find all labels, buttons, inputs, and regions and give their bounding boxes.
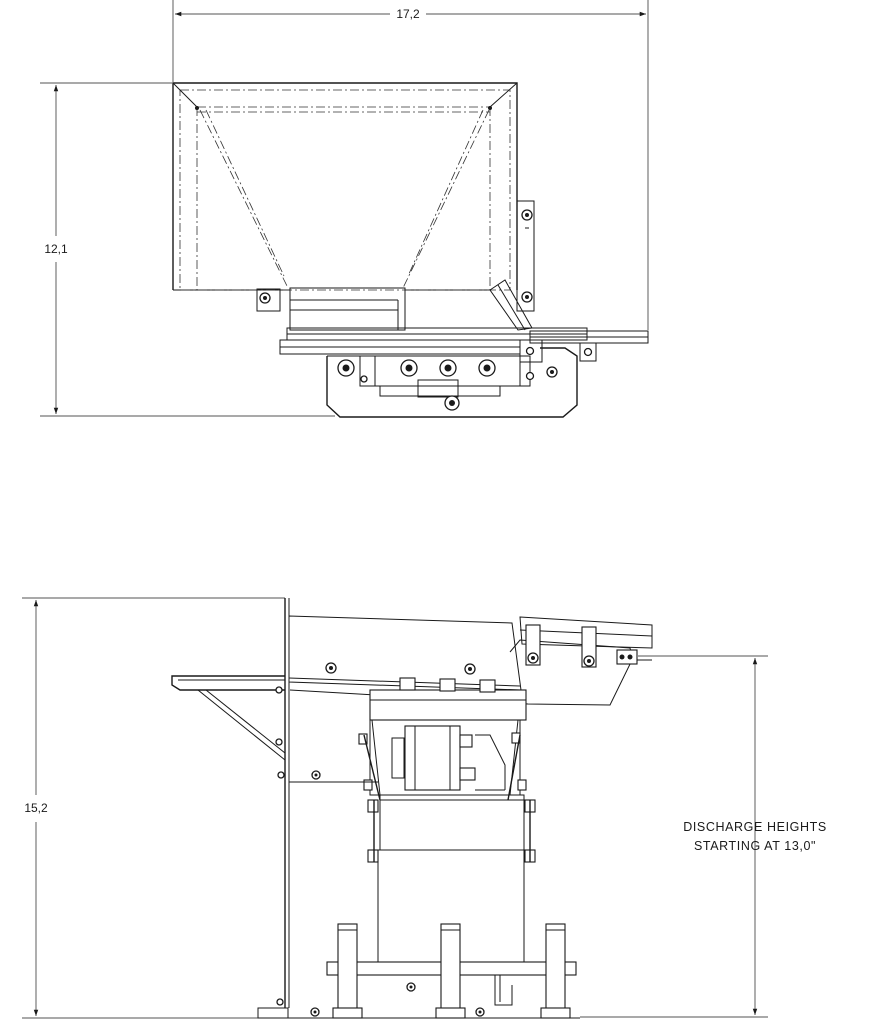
side-view: 15,2 DISCHARGE HEIGHTS STARTING AT 13,0" — [22, 597, 827, 1019]
bowl-plate — [369, 677, 527, 721]
track-rails — [279, 327, 649, 363]
hopper-top — [172, 82, 518, 291]
side-bracket — [516, 200, 535, 312]
top-height-dimension: 12,1 — [44, 85, 68, 414]
feed-tray — [171, 675, 286, 779]
hopper-throat — [289, 279, 533, 331]
discharge-track — [289, 616, 653, 706]
width-dimension: 17,2 — [175, 7, 646, 21]
base-box — [367, 794, 536, 863]
left-bracket — [256, 288, 281, 312]
hopper-side — [284, 598, 522, 1008]
width-dimension-label: 17,2 — [396, 7, 420, 21]
discharge-note-line1: DISCHARGE HEIGHTS — [683, 820, 827, 834]
base-frame — [257, 923, 580, 1019]
top-view: 17,2 12,1 — [40, 0, 649, 418]
discharge-note-line2: STARTING AT 13,0" — [694, 839, 816, 853]
drive-housing — [358, 719, 527, 801]
side-height-dimension-label: 15,2 — [24, 801, 48, 815]
drive-base — [326, 347, 578, 418]
side-height-dimension: 15,2 — [24, 600, 48, 1016]
top-height-dimension-label: 12,1 — [44, 242, 68, 256]
